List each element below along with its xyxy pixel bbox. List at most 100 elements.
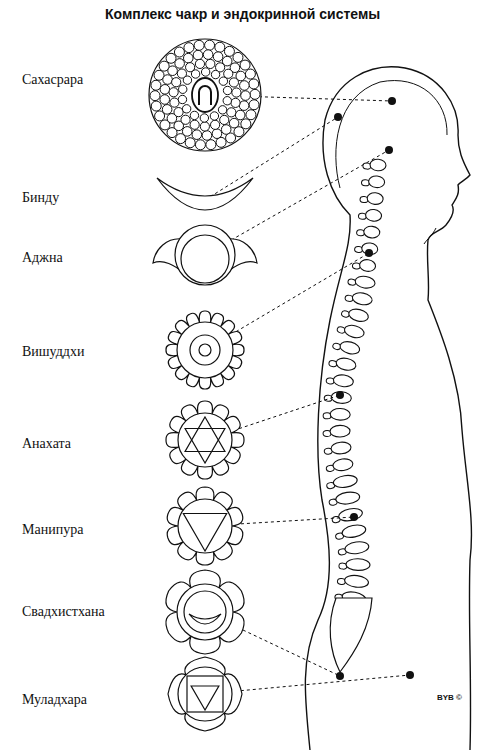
vertebra-body <box>351 291 373 306</box>
vertebra <box>332 338 361 356</box>
symbol-part <box>170 98 179 107</box>
chakra-outline <box>10 33 272 157</box>
symbol-part <box>160 95 170 105</box>
symbol-part <box>193 50 203 60</box>
vertebra <box>337 573 369 588</box>
symbol-part <box>211 70 219 78</box>
symbol-part <box>213 52 223 62</box>
vertebra <box>326 474 358 490</box>
symbol-part <box>199 86 211 105</box>
symbol-part <box>168 66 178 76</box>
spine <box>323 158 387 606</box>
vertebra <box>352 258 376 273</box>
vertebra <box>347 274 375 290</box>
symbol-part <box>249 79 259 89</box>
symbol-part <box>195 59 204 68</box>
vertebra-body <box>339 340 361 356</box>
symbol-part <box>182 105 190 113</box>
chakra-figure <box>153 225 257 285</box>
chakra-figure <box>166 401 244 479</box>
vertebra <box>336 321 365 339</box>
symbol-part <box>162 105 172 115</box>
symbol-part <box>167 487 243 565</box>
symbol-part <box>169 88 178 97</box>
chakra-name: Анахата <box>22 436 71 452</box>
symbol-part <box>246 110 256 120</box>
vertebra-body <box>341 523 367 539</box>
vertebra <box>344 290 373 306</box>
symbol-part <box>182 127 192 137</box>
symbol-part <box>174 47 184 57</box>
symbol-part <box>160 85 170 95</box>
chakra-symbol: Муладхара <box>10 656 272 732</box>
symbol-part <box>190 120 199 129</box>
symbol-part <box>215 42 225 52</box>
symbol-part <box>240 81 250 91</box>
vertebra-body <box>344 574 369 589</box>
symbol-part <box>227 108 236 117</box>
vertebra-body <box>335 357 357 372</box>
chakra-symbol: Вишуддхи <box>10 306 272 394</box>
symbol-part <box>151 80 161 90</box>
symbol-part <box>183 76 191 84</box>
chakra-name: Манипура <box>22 522 83 538</box>
vertebra <box>363 158 387 171</box>
chakra-figure <box>167 487 243 565</box>
gland-dots <box>334 97 414 680</box>
sacrum <box>330 598 372 672</box>
symbol-part <box>219 77 227 85</box>
vertebra <box>324 390 352 404</box>
symbol-part <box>185 138 195 148</box>
chakra-name: Свадхистхана <box>22 604 105 620</box>
chakra-symbol: Манипура <box>10 484 272 568</box>
symbol-part <box>223 97 231 105</box>
vertebra-body <box>359 259 376 273</box>
symbol-part <box>239 101 249 111</box>
symbol-part <box>184 43 194 53</box>
symbol-part <box>245 69 255 79</box>
vertebra-body <box>338 507 364 523</box>
symbol-part <box>183 514 226 552</box>
symbol-part <box>187 676 223 712</box>
vertebra <box>331 507 364 524</box>
symbol-part <box>192 78 218 112</box>
symbol-part <box>177 322 233 378</box>
symbol-part <box>249 100 259 110</box>
vertebra <box>337 540 369 556</box>
chakra-name: Аджна <box>22 250 63 266</box>
vertebra-body <box>347 307 369 323</box>
symbol-part <box>168 657 242 731</box>
symbol-part <box>206 140 216 150</box>
symbol-part <box>174 108 183 117</box>
symbol-part <box>240 60 250 70</box>
symbol-part <box>203 50 213 60</box>
symbol-part <box>232 88 241 97</box>
symbol-part <box>201 68 209 76</box>
symbol-part <box>224 46 234 56</box>
vertebra-body <box>370 159 387 172</box>
symbol-part <box>250 89 260 99</box>
chakra-symbol: Анахата <box>10 398 272 482</box>
symbol-part <box>166 311 244 389</box>
vertebra-body <box>333 474 358 489</box>
symbol-part <box>202 131 212 141</box>
symbol-part <box>175 59 185 69</box>
symbol-part <box>195 140 205 150</box>
symbol-part <box>181 235 229 283</box>
vertebra-body <box>346 558 370 570</box>
symbol-part <box>178 95 186 103</box>
chakra-figure <box>166 570 244 654</box>
symbol-part <box>205 40 215 50</box>
symbol-part <box>210 112 218 120</box>
chakra-figure <box>166 311 244 389</box>
symbol-part <box>218 106 226 114</box>
symbol-part <box>166 53 176 63</box>
symbol-part <box>190 111 198 119</box>
symbol-part <box>235 110 245 120</box>
vertebra-body <box>354 275 376 290</box>
symbol-part <box>189 614 221 624</box>
symbol-part <box>175 225 235 285</box>
symbol-part <box>241 119 251 129</box>
symbol-part <box>200 114 208 122</box>
vertebra-body <box>363 225 380 238</box>
